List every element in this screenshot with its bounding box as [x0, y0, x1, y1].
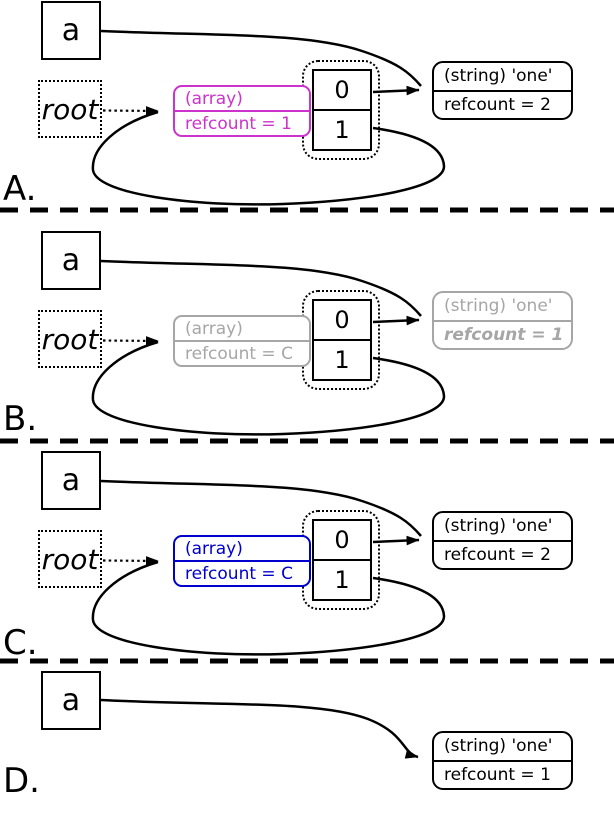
arrow-cell1-cycle-to-array — [91, 560, 446, 656]
hash-cell-0: 0 — [314, 301, 370, 341]
arrow-cell0-to-string — [372, 85, 420, 96]
panel-c-arrows — [91, 479, 446, 656]
string-node: (string) 'one' refcount = 1 — [432, 731, 573, 790]
panel-label: B. — [3, 399, 38, 439]
hash-cell-1: 1 — [334, 116, 350, 144]
hash-table: 0 1 — [312, 519, 372, 601]
string-node: (string) 'one' refcount = 2 — [432, 511, 573, 570]
array-refcount-label: refcount = 1 — [185, 113, 292, 134]
string-refcount-label: refcount = 2 — [444, 544, 551, 565]
string-type-label: (string) 'one' — [434, 733, 571, 762]
panel-b-arrows — [91, 259, 446, 436]
string-type-label: (string) 'one' — [434, 293, 571, 322]
string-refcount-label: refcount = 1 — [444, 764, 551, 785]
root-label: root — [41, 322, 99, 356]
string-refcount-label: refcount = 2 — [444, 94, 551, 115]
root-box: root — [38, 530, 102, 588]
arrow-cell1-cycle-to-array — [91, 340, 446, 436]
arrow-cell0-to-string — [372, 535, 420, 546]
hash-cell-1: 1 — [334, 566, 350, 594]
variable-box: a — [41, 231, 101, 290]
arrow-var-to-string — [100, 479, 422, 537]
hash-table: 0 1 — [312, 69, 372, 151]
hash-cell-1: 1 — [334, 346, 350, 374]
arrow-cell1-cycle-to-array — [91, 110, 446, 206]
string-refcount-label: refcount = 1 — [444, 324, 564, 345]
root-box: root — [38, 310, 102, 368]
variable-box: a — [41, 451, 101, 510]
array-type-label: (array) — [175, 537, 309, 562]
panel-label: A. — [3, 169, 37, 209]
string-type-label: (string) 'one' — [434, 63, 571, 92]
array-node: (array) refcount = 1 — [173, 85, 311, 137]
variable-label: a — [61, 463, 81, 498]
arrow-root-to-array — [102, 336, 159, 346]
string-node: (string) 'one' refcount = 2 — [432, 61, 573, 120]
root-label: root — [41, 92, 99, 126]
array-node: (array) refcount = C — [173, 315, 311, 367]
panel-d: a (string) 'one' refcount = 1 D. — [0, 670, 614, 814]
panel-label: D. — [3, 761, 40, 801]
arrow-var-to-string-d — [100, 698, 419, 759]
panel-a-arrows — [91, 29, 446, 206]
panel-label: C. — [3, 623, 38, 663]
arrow-var-to-string — [100, 29, 422, 87]
variable-label: a — [61, 13, 81, 48]
root-box: root — [38, 80, 102, 138]
variable-box: a — [41, 671, 101, 730]
hash-cell-0: 0 — [314, 521, 370, 561]
arrow-root-to-array — [102, 106, 159, 116]
array-refcount-label: refcount = C — [185, 563, 293, 584]
hash-table: 0 1 — [312, 299, 372, 381]
arrow-root-to-array — [102, 556, 159, 566]
variable-label: a — [61, 243, 81, 278]
string-type-label: (string) 'one' — [434, 513, 571, 542]
array-type-label: (array) — [175, 87, 309, 112]
variable-label: a — [61, 683, 81, 718]
panel-c: a root (array) refcount = C 0 1 (string)… — [0, 450, 614, 660]
arrow-var-to-string — [100, 259, 422, 317]
array-node: (array) refcount = C — [173, 535, 311, 587]
arrow-cell0-to-string — [372, 315, 420, 326]
root-label: root — [41, 542, 99, 576]
array-refcount-label: refcount = C — [185, 343, 293, 364]
hash-cell-0: 0 — [314, 71, 370, 111]
panel-a: a root (array) refcount = 1 0 1 (string)… — [0, 0, 614, 210]
variable-box: a — [41, 1, 101, 60]
panel-b: a root (array) refcount = C 0 1 (string)… — [0, 230, 614, 440]
array-type-label: (array) — [175, 317, 309, 342]
string-node: (string) 'one' refcount = 1 — [432, 291, 573, 350]
